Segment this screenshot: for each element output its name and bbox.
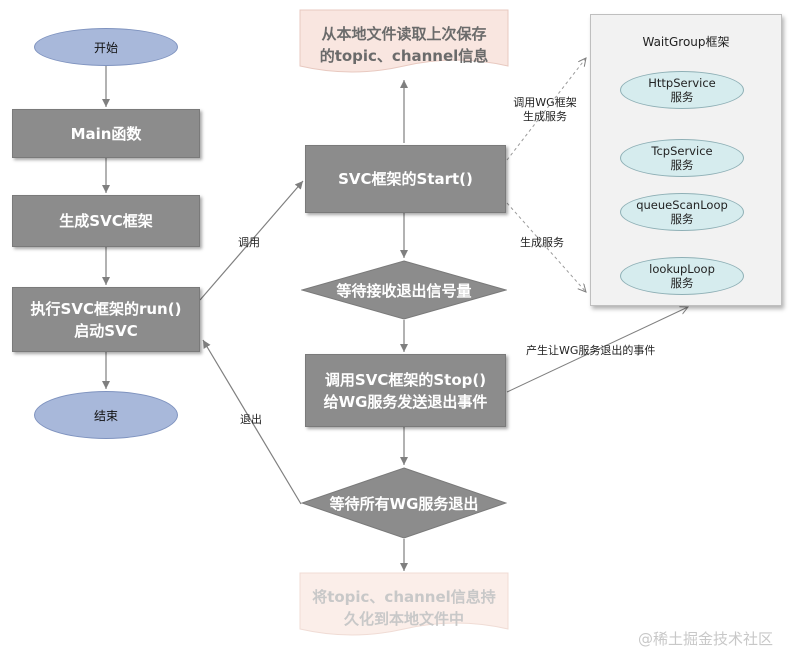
service-http: HttpService 服务 xyxy=(620,71,744,109)
end-node: 结束 xyxy=(34,391,178,439)
label-call: 调用 xyxy=(238,236,260,249)
document-shape xyxy=(299,9,509,73)
label-gen-service: 生成服务 xyxy=(520,236,564,249)
read-file-doc: 从本地文件读取上次保存 的topic、channel信息 xyxy=(299,9,509,80)
service-sub: 服务 xyxy=(670,90,694,104)
service-name: TcpService xyxy=(651,144,713,158)
arrow-exit-event xyxy=(506,307,688,393)
wait-signal-diamond: 等待接收退出信号量 xyxy=(301,260,507,320)
service-queue-scan-loop: queueScanLoop 服务 xyxy=(620,193,744,231)
svc-start-box: SVC框架的Start() xyxy=(305,145,506,213)
wait-all-label: 等待所有WG服务退出 xyxy=(329,494,479,513)
wait-signal-label: 等待接收退出信号量 xyxy=(336,281,472,300)
run-svc-box: 执行SVC框架的run() 启动SVC xyxy=(12,287,200,352)
main-function-label: Main函数 xyxy=(70,124,142,143)
read-file-label-2: 的topic、channel信息 xyxy=(319,47,489,65)
generate-svc-box: 生成SVC框架 xyxy=(12,195,200,247)
start-node: 开始 xyxy=(34,28,178,66)
persist-file-label-1: 将topic、channel信息持 xyxy=(312,588,496,606)
svc-stop-box: 调用SVC框架的Stop() 给WG服务发送退出事件 xyxy=(305,354,506,427)
main-function-box: Main函数 xyxy=(12,109,200,158)
service-sub: 服务 xyxy=(670,276,694,290)
persist-file-label-2: 久化到本地文件中 xyxy=(343,610,464,628)
waitgroup-panel: WaitGroup框架 HttpService 服务 TcpService 服务… xyxy=(590,14,782,306)
document-shape xyxy=(299,572,509,636)
arrow-exit xyxy=(202,339,302,505)
end-label: 结束 xyxy=(93,408,118,423)
service-tcp: TcpService 服务 xyxy=(620,139,744,177)
svc-stop-label-2: 给WG服务发送退出事件 xyxy=(323,392,488,411)
service-sub: 服务 xyxy=(670,158,694,172)
service-name: HttpService xyxy=(648,76,716,90)
wait-all-diamond: 等待所有WG服务退出 xyxy=(301,467,507,539)
diamond-shape xyxy=(301,467,507,539)
waitgroup-title: WaitGroup框架 xyxy=(642,35,730,49)
service-name: queueScanLoop xyxy=(636,198,728,212)
service-lookup-loop: lookupLoop 服务 xyxy=(620,257,744,295)
arrow-call xyxy=(199,180,304,301)
arrow-gen-service xyxy=(506,202,586,292)
service-sub: 服务 xyxy=(670,212,694,226)
read-file-label-1: 从本地文件读取上次保存 xyxy=(321,25,487,43)
svc-start-label: SVC框架的Start() xyxy=(338,170,473,188)
diamond-shape xyxy=(301,260,507,320)
persist-file-doc: 将topic、channel信息持 久化到本地文件中 xyxy=(299,572,509,643)
service-name: lookupLoop xyxy=(649,262,715,276)
watermark: @稀土掘金技术社区 xyxy=(638,630,774,648)
generate-svc-label: 生成SVC框架 xyxy=(59,212,153,230)
start-label: 开始 xyxy=(93,40,118,55)
label-exit-event: 产生让WG服务退出的事件 xyxy=(526,344,656,357)
run-svc-label-1: 执行SVC框架的run() xyxy=(30,299,182,318)
run-svc-label-2: 启动SVC xyxy=(74,321,138,340)
label-call-wg-2: 生成服务 xyxy=(523,110,567,123)
label-call-wg: 调用WG框架 生成服务 xyxy=(510,96,580,124)
label-call-wg-1: 调用WG框架 xyxy=(513,96,577,109)
label-exit: 退出 xyxy=(240,413,262,426)
svc-stop-label-1: 调用SVC框架的Stop() xyxy=(324,370,487,389)
